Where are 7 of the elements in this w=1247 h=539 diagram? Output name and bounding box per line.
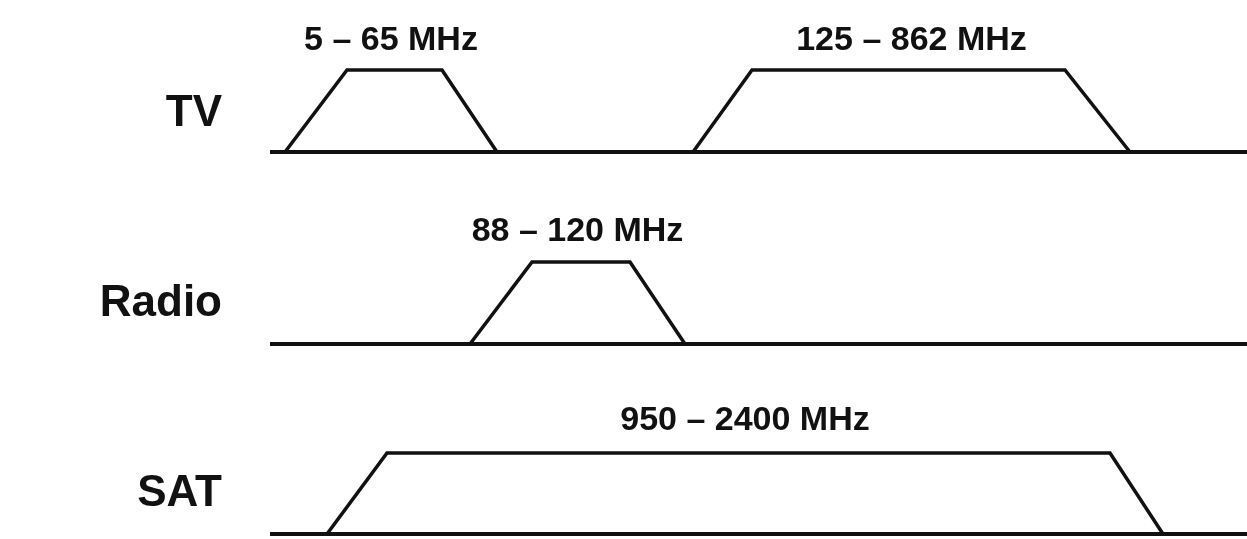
band-label: SAT <box>137 466 222 516</box>
frequency-range-label: 88 – 120 MHz <box>470 209 685 249</box>
frequency-range-label: 950 – 2400 MHz <box>619 398 871 438</box>
band-label: Radio <box>99 276 222 326</box>
frequency-range-label: 5 – 65 MHz <box>303 18 479 58</box>
band-label: TV <box>165 86 222 136</box>
frequency-range-label: 125 – 862 MHz <box>795 18 1028 58</box>
